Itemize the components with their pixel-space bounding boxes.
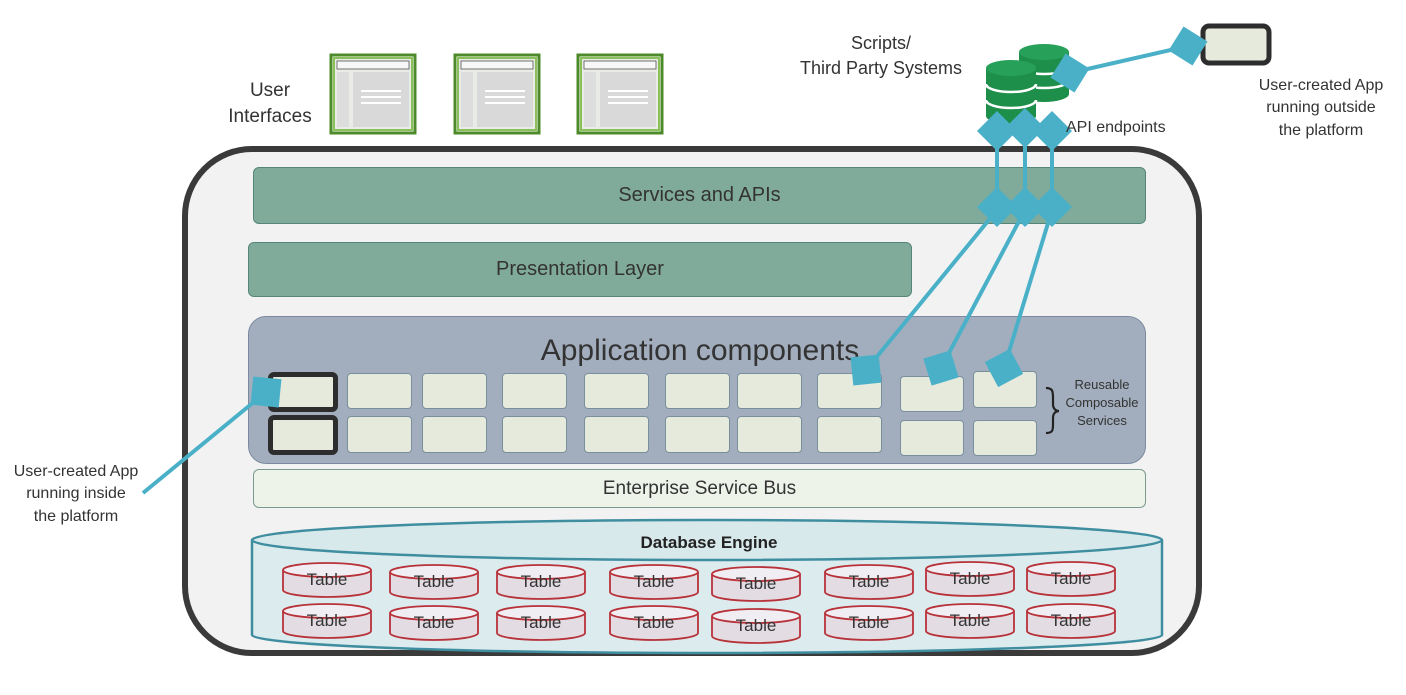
- reusable-bracket: [1045, 386, 1060, 435]
- service-box: [422, 416, 487, 453]
- service-box: [502, 373, 567, 409]
- table-label: Table: [307, 611, 348, 630]
- service-box: [737, 373, 802, 409]
- table-label: Table: [521, 613, 562, 632]
- arrow-inside-app: [141, 376, 282, 495]
- service-box: [584, 416, 649, 453]
- service-box: [900, 420, 964, 456]
- presentation-layer-label: Presentation Layer: [496, 258, 664, 280]
- presentation-layer: Presentation Layer: [248, 242, 912, 297]
- browser-window-icon: [329, 53, 417, 135]
- connection-arrows: [141, 26, 1208, 495]
- service-box: [422, 373, 487, 409]
- esb-label: Enterprise Service Bus: [602, 477, 797, 499]
- browser-window-icon: [576, 53, 664, 135]
- database-cylinder-icon: [984, 60, 1038, 124]
- service-box: [584, 373, 649, 409]
- table-label: Table: [950, 611, 991, 630]
- table-label: Table: [634, 572, 675, 591]
- scripts-third-party-label: Scripts/ Third Party Systems: [799, 33, 963, 79]
- service-box: [737, 416, 802, 453]
- enterprise-service-bus: Enterprise Service Bus: [253, 469, 1146, 508]
- service-box: [973, 420, 1037, 456]
- table-label: Table: [307, 570, 348, 589]
- service-box: [347, 373, 412, 409]
- table-label: Table: [414, 572, 455, 591]
- arrow-outside-app: [1050, 26, 1208, 93]
- user-app-outside-label: User-created App running outside the pla…: [1258, 77, 1384, 139]
- table-label: Table: [1051, 611, 1092, 630]
- service-box: [347, 416, 412, 453]
- app-device-icon: [1200, 23, 1272, 66]
- table-label: Table: [736, 616, 777, 635]
- services-apis-label: Services and APIs: [618, 184, 781, 206]
- table-label: Table: [414, 613, 455, 632]
- arrow-api-to-component: [923, 209, 1027, 386]
- service-box: [665, 416, 730, 453]
- table-label: Table: [849, 613, 890, 632]
- user-interfaces-label: User Interfaces: [228, 80, 312, 127]
- arrow-api-to-component: [850, 208, 999, 386]
- table-label: Table: [521, 572, 562, 591]
- table-label: Table: [1051, 569, 1092, 588]
- table-label: Table: [950, 569, 991, 588]
- service-box: [502, 416, 567, 453]
- user-app-inside-box: [268, 415, 338, 455]
- api-endpoints-label: API endpoints: [1066, 119, 1166, 136]
- reusable-services-label: Reusable Composable Services: [1065, 377, 1139, 429]
- user-app-inside-label: User-created App running inside the plat…: [13, 463, 139, 525]
- browser-window-icon: [453, 53, 541, 135]
- table-label: Table: [849, 572, 890, 591]
- database-engine-label: Database Engine: [641, 533, 778, 552]
- application-components-title: Application components: [540, 334, 860, 367]
- service-box: [817, 416, 882, 453]
- table-label: Table: [634, 613, 675, 632]
- table-label: Table: [736, 574, 777, 593]
- service-box: [665, 373, 730, 409]
- arrow-api-to-component: [984, 209, 1054, 388]
